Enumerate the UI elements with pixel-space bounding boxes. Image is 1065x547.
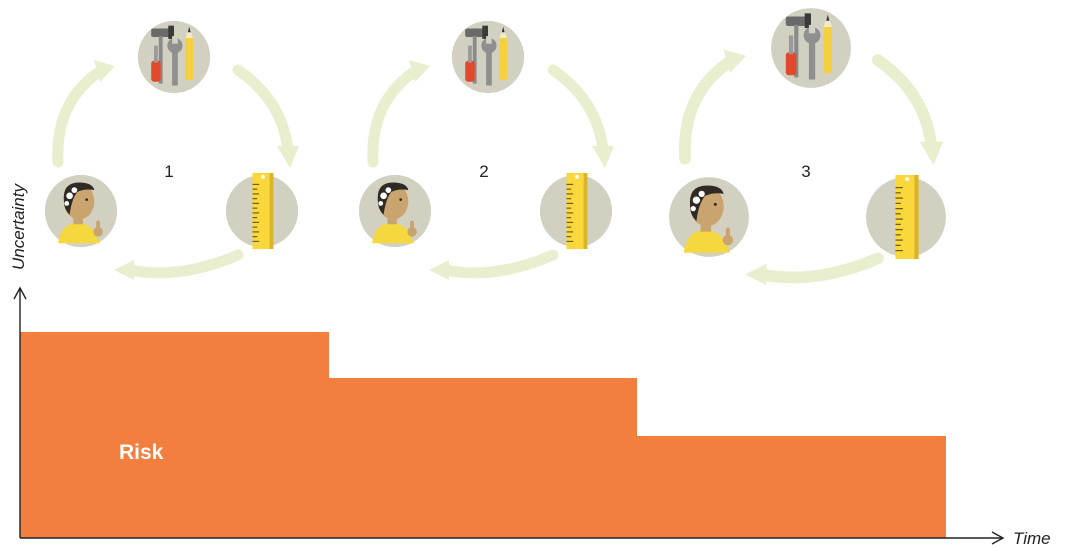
person-thinking-icon [45,175,117,247]
risk-label: Risk [119,441,164,464]
ruler-icon [226,171,298,249]
cycle-number: 2 [479,162,488,181]
ruler-icon [866,173,946,259]
cycle-1: 1 [45,21,299,280]
cycle-number: 3 [801,162,810,181]
tools-icon [771,8,851,88]
cycle-3: 3 [669,8,946,285]
x-axis-label: Time [1013,529,1051,547]
tools-icon [138,21,210,93]
ruler-icon [540,171,612,249]
person-thinking-icon [359,175,431,247]
person-thinking-icon [669,177,749,257]
tools-icon [452,21,524,93]
cycle-2: 2 [359,21,614,280]
cycle-number: 1 [164,162,173,181]
risk-area [20,332,946,538]
y-axis-label: Uncertainty [9,183,28,270]
